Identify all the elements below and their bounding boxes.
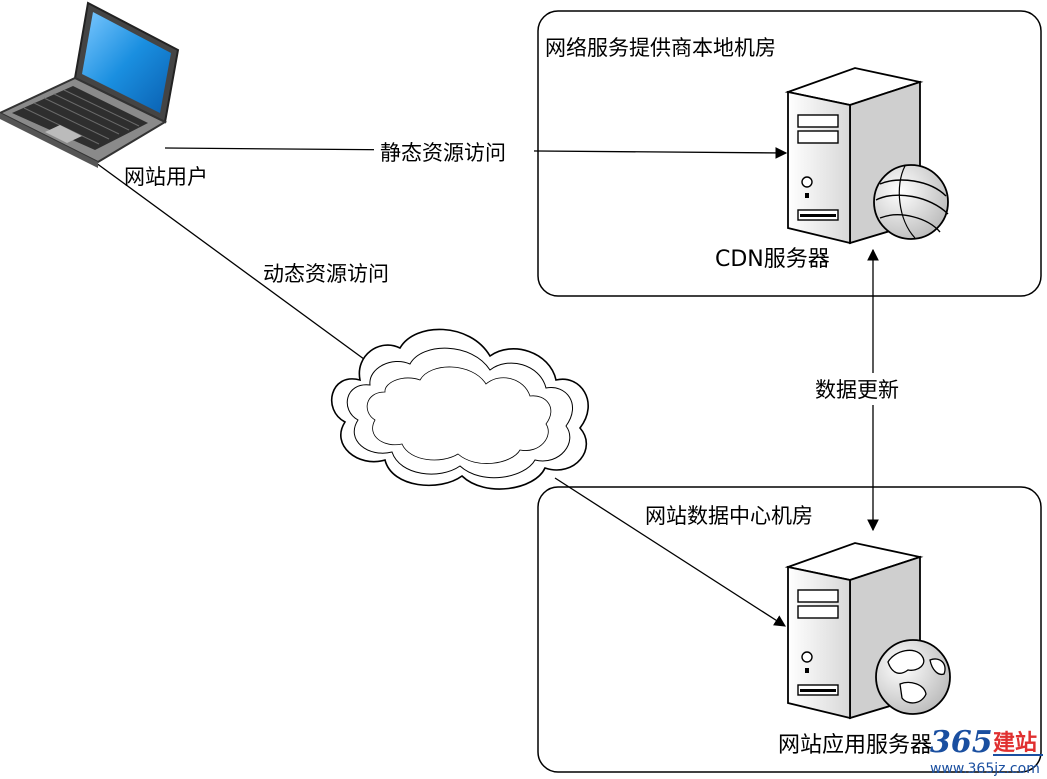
dynamic-access-edge-1 (91, 159, 369, 363)
data-update-label: 数据更新 (815, 378, 899, 402)
watermark-text: 建站 (993, 731, 1037, 756)
cdn-room-label: 网络服务提供商本地机房 (545, 36, 776, 60)
app-server-label: 网站应用服务器 (778, 733, 932, 758)
datacenter-room-label: 网站数据中心机房 (645, 504, 813, 528)
cdn-server-label: CDN服务器 (715, 247, 830, 272)
world-globe-icon (875, 639, 951, 715)
user-label: 网站用户 (124, 165, 208, 189)
cdn-room-box (537, 10, 1042, 297)
dynamic-access-label: 动态资源访问 (263, 262, 389, 286)
app-server-icon (784, 542, 924, 720)
watermark-number: 365 (930, 725, 993, 760)
cloud-icon (330, 328, 589, 490)
globe-icon (873, 164, 949, 240)
laptop-icon (0, 1, 180, 168)
watermark-url: www.365jz.com (930, 761, 1040, 777)
datacenter-room-box (537, 486, 1042, 773)
dynamic-access-edge-2 (554, 477, 786, 627)
static-access-label: 静态资源访问 (380, 141, 506, 165)
watermark-logo: 365 建站 www.365jz.com (930, 725, 1043, 777)
